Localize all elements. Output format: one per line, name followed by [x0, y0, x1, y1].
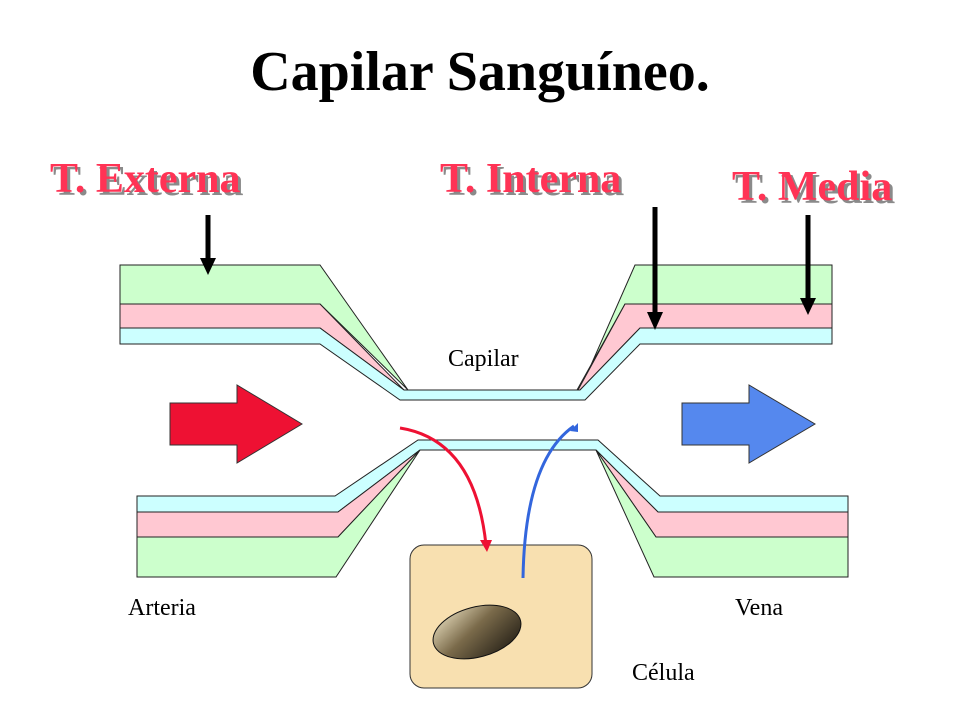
label-tunica-interna: T. Interna — [440, 156, 622, 202]
nucleus-icon — [432, 604, 522, 660]
label-pointers — [200, 207, 816, 330]
media-pointer-arrow-icon — [800, 298, 816, 315]
externa-pointer-arrow-icon — [200, 258, 216, 275]
lower-tunica-media — [136, 449, 849, 538]
label-celula: Célula — [632, 660, 695, 686]
interna-pointer-arrow-icon — [647, 312, 663, 330]
label-tunica-media: T. Media — [732, 164, 893, 210]
lower-vessel-wall — [136, 439, 849, 578]
label-arteria: Arteria — [128, 595, 196, 621]
upper-vessel-wall — [119, 264, 833, 401]
oxygen-path — [399, 426, 488, 546]
upper-tunica-interna — [119, 327, 833, 401]
co2-path-arrow-icon — [570, 423, 578, 432]
blood-flow-in-arrow-icon — [169, 384, 303, 464]
page-title: Capilar Sanguíneo. — [250, 41, 710, 103]
label-tunica-externa: T. Externa — [50, 156, 241, 202]
blood-flow-out-arrow-icon — [681, 384, 816, 464]
lower-tunica-externa — [136, 449, 849, 578]
co2-path — [521, 424, 575, 579]
label-vena: Vena — [735, 595, 783, 621]
label-capilar: Capilar — [448, 346, 519, 372]
oxygen-path-arrow-icon — [480, 540, 492, 552]
